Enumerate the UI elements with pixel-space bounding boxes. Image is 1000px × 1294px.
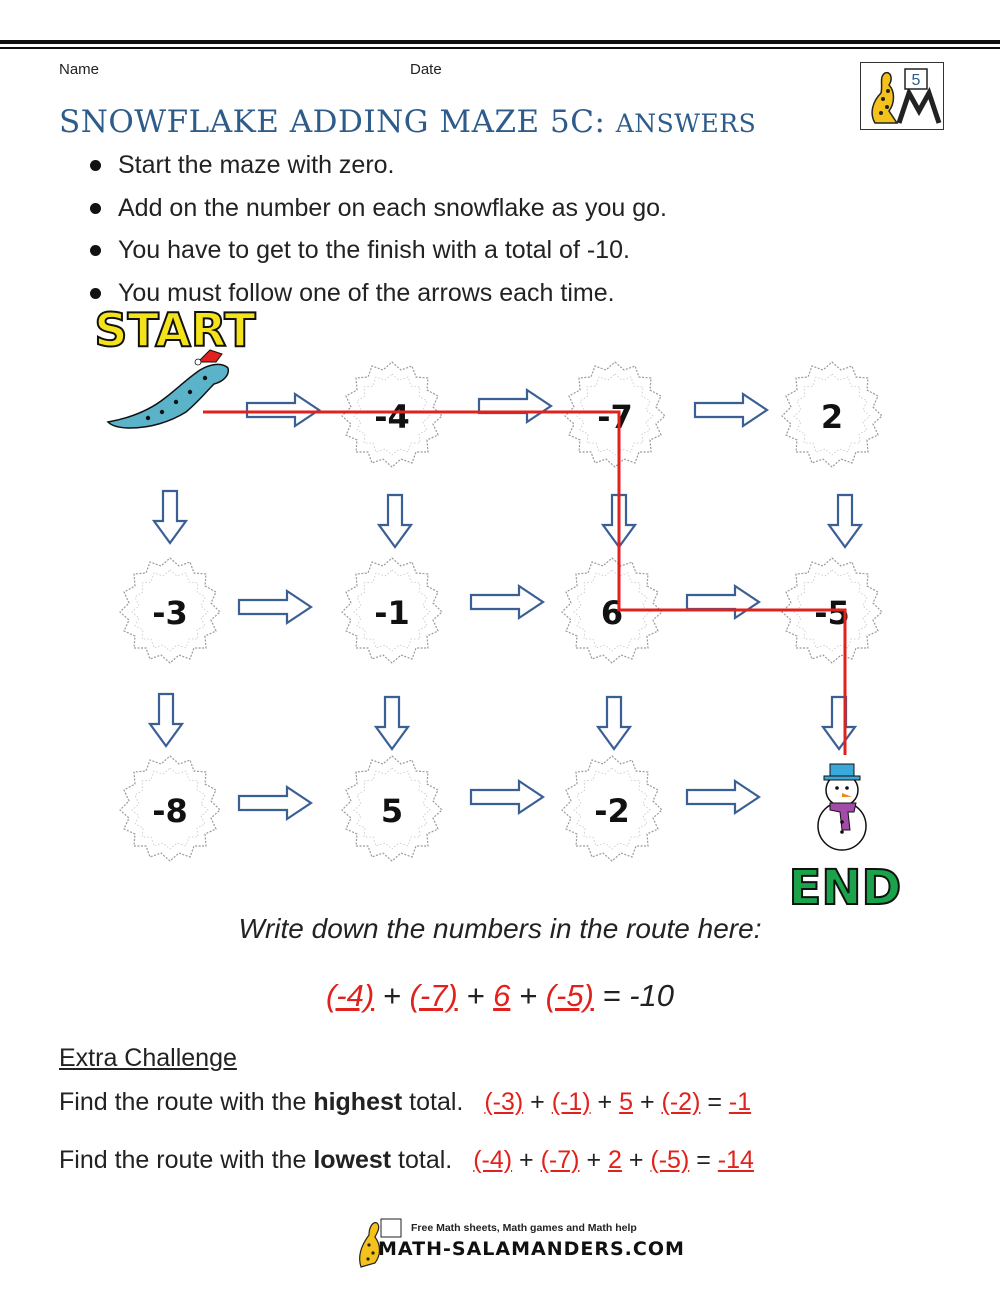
rule-item: Add on the number on each snowflake as y… <box>85 187 667 230</box>
node-label: -8 <box>152 792 188 830</box>
extra-challenge-heading: Extra Challenge <box>59 1044 237 1073</box>
arrow-down-icon <box>379 495 411 547</box>
arrow-down-icon <box>376 697 408 749</box>
highest-word: highest <box>313 1088 402 1116</box>
name-label: Name <box>59 61 99 78</box>
highest-route-line: Find the route with the highest total. (… <box>59 1088 751 1117</box>
lowest-term: 2 <box>608 1146 622 1174</box>
highest-total: -1 <box>729 1088 751 1116</box>
rule-item: Start the maze with zero. <box>85 144 667 187</box>
arrow-down-icon <box>829 495 861 547</box>
arrow-down-icon <box>150 694 182 746</box>
arrow-down-icon <box>154 491 186 543</box>
salamander-logo-icon: 5 <box>861 63 945 131</box>
lowest-route-line: Find the route with the lowest total. (-… <box>59 1146 754 1175</box>
arrow-right-icon <box>687 781 759 813</box>
grade-badge: 5 <box>912 72 921 89</box>
highest-term: (-3) <box>484 1088 523 1116</box>
answer-term: (-5) <box>546 978 594 1013</box>
arrow-right-icon <box>687 586 759 618</box>
title-suffix: ANSWERS <box>616 109 756 138</box>
lowest-word: lowest <box>313 1146 391 1174</box>
lowest-term: (-7) <box>541 1146 580 1174</box>
maze-diagram: START -4 -7 2 -3 -1 6 -5 -8 5 -2 <box>0 290 1000 910</box>
highest-term: 5 <box>619 1088 633 1116</box>
snowman-icon <box>818 764 866 850</box>
arrow-right-icon <box>471 586 543 618</box>
lowest-total: -14 <box>718 1146 754 1174</box>
page-title: SNOWFLAKE ADDING MAZE 5C: ANSWERS <box>59 104 756 140</box>
footer-site: MATH-SALAMANDERS.COM <box>378 1238 685 1260</box>
footer-tagline: Free Math sheets, Math games and Math he… <box>411 1222 637 1234</box>
node-label: -1 <box>374 594 410 632</box>
grade-logo: 5 <box>860 62 944 130</box>
rules-list: Start the maze with zero. Add on the num… <box>85 144 667 314</box>
answer-total: -10 <box>629 978 674 1013</box>
rule-item: You have to get to the finish with a tot… <box>85 229 667 272</box>
arrow-right-icon <box>471 781 543 813</box>
route-prompt: Write down the numbers in the route here… <box>0 913 1000 945</box>
node-label: -7 <box>597 398 633 436</box>
top-rule <box>0 40 1000 44</box>
date-label: Date <box>410 61 442 78</box>
title-main: SNOWFLAKE ADDING MAZE 5C: <box>59 104 605 140</box>
node-label: -2 <box>594 792 630 830</box>
top-rule-thin <box>0 47 1000 49</box>
answer-term: (-7) <box>410 978 458 1013</box>
highest-term: (-1) <box>552 1088 591 1116</box>
arrow-right-icon <box>239 787 311 819</box>
arrow-right-icon <box>695 394 767 426</box>
lowest-term: (-4) <box>473 1146 512 1174</box>
node-label: 5 <box>381 792 403 830</box>
arrow-right-icon <box>247 394 319 426</box>
end-label: END <box>789 860 902 910</box>
arrow-right-icon <box>239 591 311 623</box>
answer-term: (-4) <box>326 978 374 1013</box>
node-label: -4 <box>374 398 410 436</box>
highest-term: (-2) <box>662 1088 701 1116</box>
lowest-term: (-5) <box>650 1146 689 1174</box>
node-label: 2 <box>821 398 843 436</box>
arrow-down-icon <box>823 697 855 749</box>
arrow-right-icon <box>479 390 551 422</box>
node-label: -3 <box>152 594 188 632</box>
salamander-icon <box>108 350 228 428</box>
arrow-down-icon <box>598 697 630 749</box>
solution-route <box>203 412 845 755</box>
start-label: START <box>94 303 256 357</box>
route-answer: (-4) + (-7) + 6 + (-5) = -10 <box>0 978 1000 1014</box>
answer-term: 6 <box>493 978 510 1013</box>
